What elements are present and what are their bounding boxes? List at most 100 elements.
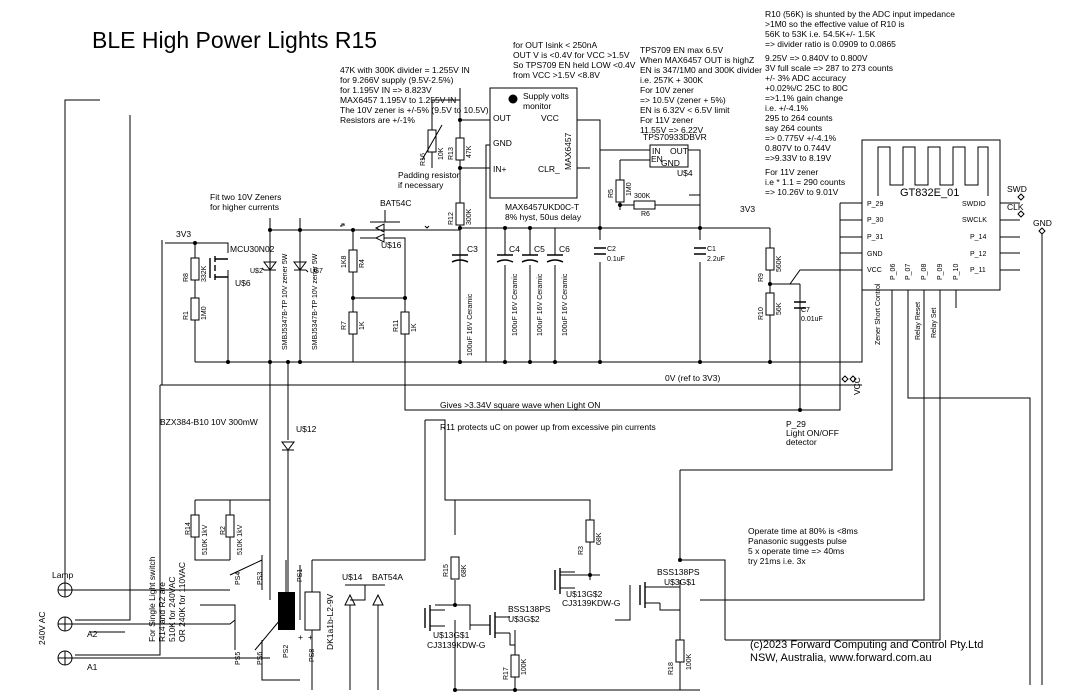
resistor-r10: R10 56K [758,292,783,320]
ref-label: R1 [183,311,190,320]
note-divider: 47K with 300K divider = 1.255V IN for 9.… [340,65,489,125]
resistor-r7: R7 1K [341,311,366,335]
note-line: i.e. +/-4.1% [765,103,809,113]
switch-note: R14 and R2 are [157,582,167,642]
bat54a-ref: U$14 [342,572,363,582]
note-line: +0.02%/C 25C to 80C [765,83,848,93]
pin-label: OUT [493,113,511,123]
ps-label: PS5 [235,652,242,665]
ref-label: C7 [801,307,810,314]
capacitor-c3: C3 100uF 16V Ceramic [451,244,478,362]
resistor-r14: R14 510K 1kV [185,514,209,555]
relay-set-label: Relay Set [931,308,938,338]
monitor-label: Supply volts [523,91,569,101]
pin-label: GND [661,158,680,168]
pin-label: IN+ [493,164,507,174]
relay-reset-label: Relay Reset [915,302,922,340]
ref-label: C6 [559,244,570,254]
switch-note: OR 240K for 110VAC [177,562,187,642]
ref-label: R8 [183,273,190,282]
switch-note: For Single Light switch [147,556,157,642]
note-line: => 0.775V +/-4.1% [765,133,837,143]
value-label: 1K [411,323,418,332]
ref-label: R5 [608,189,615,198]
ref-label: R13 [448,147,455,160]
ref-label: U$7 [310,268,323,275]
note-line: 295 to 264 counts [765,113,833,123]
chip-name: MAX6457 [563,132,573,170]
p29-label: Light ON/OFF [786,428,839,438]
bzx-part: BZX384-B10 10V 300mW [160,417,258,427]
ref-label: R18 [668,662,675,675]
value-label: 1M0 [626,182,633,196]
tps-part: TPS70933DBVR [643,132,707,142]
operate-note: Operate time at 80% is <8ms [748,526,858,536]
value-label: 56K [776,302,783,315]
value-label: 1K8 [341,255,348,268]
capacitor-c4: C4 100uF 16V Ceramic [496,244,520,336]
mosfet-bss138-1: BSS138PS U$3G$2 [470,604,551,638]
capacitor-c1: C1 2.2uF [694,246,725,263]
pin-label: OUT [670,146,688,156]
copyright-line: NSW, Australia, www.forward.com.au [750,652,932,664]
relay-name: DK1a1b-L2-9V [325,593,335,650]
value-label: 332K [201,265,208,282]
operate-note: 5 x operate time => 40ms [748,546,844,556]
value-label: 510K 1kV [202,524,209,555]
note-line: for 1.195V IN => 8.823V [340,85,432,95]
terminal-label: A1 [87,662,98,672]
note-line: => 10.5V (zener + 5%) [640,95,726,105]
note-line: For 11V zener [765,167,818,177]
square-wave-note: Gives >3.34V square wave when Light ON [440,400,600,410]
note-line: 11.55V => 6.22V [640,125,704,135]
resistor-r3: R3 68K [578,519,603,555]
ac-label: 240V AC [37,611,47,645]
net-3v3-a: 3V3 [176,229,191,239]
resistor-r13: R13 47K [448,137,473,161]
pin-label: GND [493,138,512,148]
net-swd: SWD [1007,184,1027,194]
value-label: 560K [776,255,783,272]
pin-label: P_29 [867,201,883,208]
resistor-r6: 300K R6 [633,193,656,218]
ref-label: C2 [607,246,616,253]
part-label: CJ3139KDW-G [562,598,620,608]
mcu-ref: U$6 [235,278,251,288]
pin-label: P_31 [867,234,883,241]
mosfet-u13g2: U$13G$2 CJ3139KDW-G [554,568,620,608]
pin-label: P_06 [890,264,897,280]
r11-note: R11 protects uC on power up from excessi… [440,422,656,432]
note-line: For 10V zener [640,85,694,95]
note-out: for OUT Isink < 250nA OUT V is <0.4V for… [513,40,636,80]
operate-note: Panasonic suggests pulse [748,536,847,546]
ref-label: R10 [758,307,765,320]
zener-short-label: Zener Short Control [875,283,882,345]
tps-chip: IN OUT EN GND [649,144,689,168]
note-line: OUT V is <0.4V for VCC >1.5V [513,50,630,60]
pin-label: P_08 [921,264,928,280]
value-label: 1M0 [201,306,208,320]
resistor-r4: 1K8 R4 [341,249,366,273]
note-line: 56K to 53K i.e. 54.5K+/- 1.5K [765,29,876,39]
pin-label: P_30 [867,217,883,224]
zero-rail-label: 0V (ref to 3V3) [665,373,720,383]
note-line: i.e * 1.1 = 290 counts [765,177,845,187]
mcu-name: MCU30N02 [230,244,275,254]
value-label: 300K [466,208,473,225]
resistor-r15: R15 68K [443,556,468,580]
pin-label: SWDIO [962,201,986,208]
note-line: => 10.26V to 9.01V [765,187,839,197]
terminal-a1: A1 [57,650,98,672]
value-label: 68K [596,532,603,545]
ps-label: PS2 [283,645,290,658]
net-clk: CLK [1007,202,1024,212]
capacitor-c7: C7 0.01uF [794,301,823,323]
max6457-chip: Supply volts monitor OUT VCC GND IN+ CLR… [489,87,578,199]
net-vcc: VCC [852,377,862,395]
note-line: When MAX6457 OUT is highZ [640,55,754,65]
note-line: EN is 347/1M0 and 300K divider [640,65,762,75]
pin-label: P_12 [970,251,986,258]
pin-label: P_07 [905,264,912,280]
ref-label: C3 [467,244,478,254]
part-label: SMBJ5347B-TP 10V zener 5W [312,253,319,350]
